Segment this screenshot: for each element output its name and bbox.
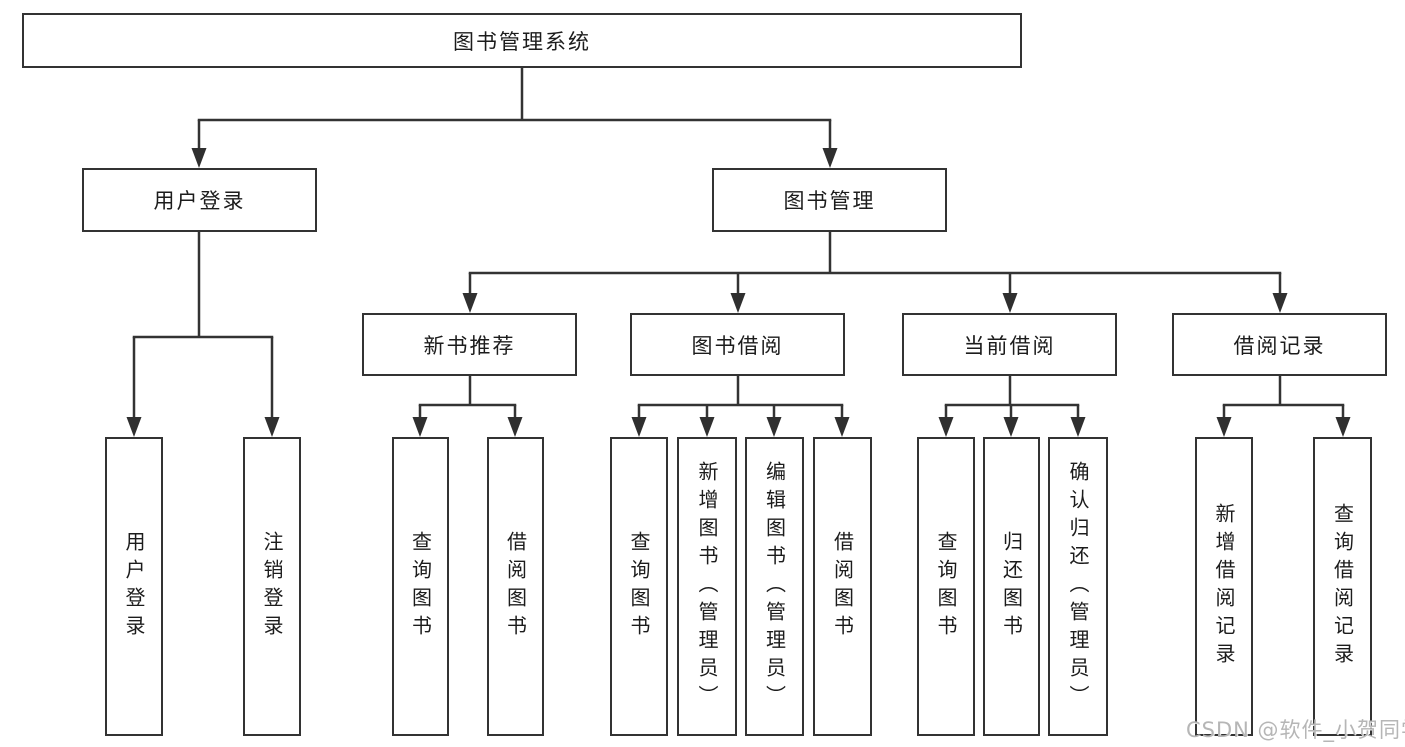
leaf-confirm-return-admin: 确认归还（管理员） xyxy=(1048,437,1108,736)
leaf-borrow-books: 借阅图书 xyxy=(487,437,544,736)
leaf-borrow-books: 借阅图书 xyxy=(813,437,872,736)
node-library-management-system: 图书管理系统 xyxy=(22,13,1022,68)
leaf-return-books: 归还图书 xyxy=(983,437,1040,736)
node-book-borrowing: 图书借阅 xyxy=(630,313,845,376)
leaf-user-login: 用户登录 xyxy=(105,437,163,736)
csdn-watermark: CSDN @软件_小贺同学 xyxy=(1186,718,1405,742)
node-borrowing-records: 借阅记录 xyxy=(1172,313,1387,376)
leaf-add-borrow-record: 新增借阅记录 xyxy=(1195,437,1253,736)
node-new-book-recommend: 新书推荐 xyxy=(362,313,577,376)
leaf-query-books: 查询图书 xyxy=(610,437,668,736)
leaf-logout: 注销登录 xyxy=(243,437,301,736)
node-user-login: 用户登录 xyxy=(82,168,317,232)
leaf-query-books: 查询图书 xyxy=(392,437,449,736)
leaf-edit-books-admin: 编辑图书（管理员） xyxy=(745,437,804,736)
node-current-borrowing: 当前借阅 xyxy=(902,313,1117,376)
node-book-management: 图书管理 xyxy=(712,168,947,232)
leaf-query-borrow-record: 查询借阅记录 xyxy=(1313,437,1372,736)
leaf-query-books: 查询图书 xyxy=(917,437,975,736)
leaf-add-books-admin: 新增图书（管理员） xyxy=(677,437,737,736)
